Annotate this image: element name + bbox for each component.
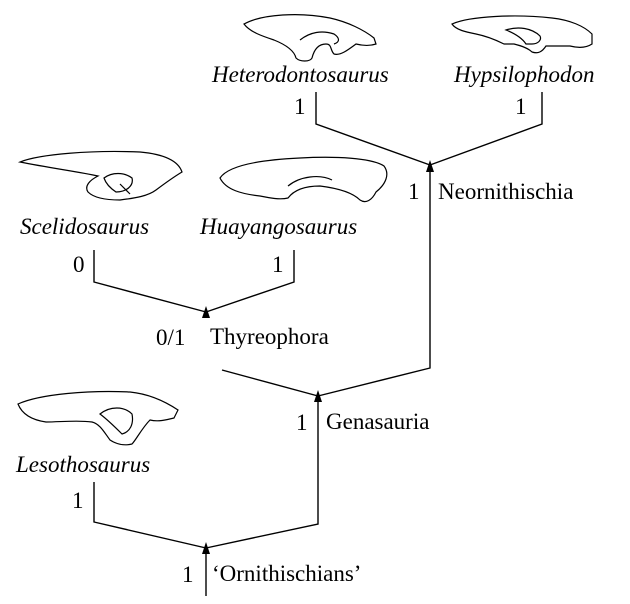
genasauria-state: 1 [296, 410, 308, 435]
heterodontosaurus-label: Heterodontosaurus [211, 62, 389, 87]
scelidosaurus-state: 0 [73, 252, 85, 277]
huayangosaurus-state: 1 [272, 252, 284, 277]
heterodontosaurus-state: 1 [294, 94, 306, 119]
neornithischia-label: Neornithischia [438, 179, 573, 204]
ornithischians-state: 1 [182, 562, 194, 587]
huayangosaurus-skull-icon [220, 157, 387, 201]
huayangosaurus-label: Huayangosaurus [199, 214, 357, 239]
lesothosaurus-skull-icon [18, 392, 178, 445]
lesothosaurus-label: Lesothosaurus [15, 452, 150, 477]
hypsilophodon-label: Hypsilophodon [453, 62, 595, 87]
scelidosaurus-skull-icon [20, 151, 182, 200]
lesothosaurus-state: 1 [72, 488, 84, 513]
hypsilophodon-state: 1 [515, 94, 527, 119]
ornithischians-label: ‘Ornithischians’ [212, 561, 361, 586]
hypsilophodon-skull-icon [452, 16, 592, 53]
neornithischia-node-marker [426, 160, 434, 172]
neornithischia-state: 1 [408, 179, 420, 204]
thyreophora-state: 0/1 [156, 325, 185, 350]
thyreophora-node-marker [202, 306, 210, 318]
thyreophora-label: Thyreophora [210, 324, 329, 349]
heterodontosaurus-skull-icon [244, 15, 376, 61]
genasauria-label: Genasauria [326, 409, 429, 434]
scelidosaurus-label: Scelidosaurus [20, 214, 149, 239]
